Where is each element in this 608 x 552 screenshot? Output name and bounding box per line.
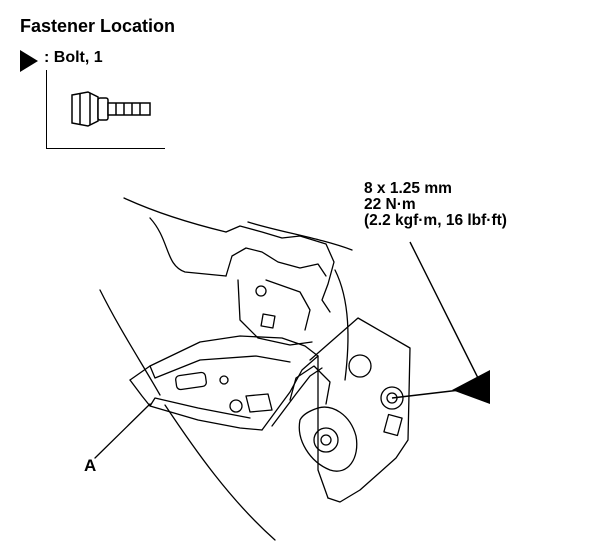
diagram-title: Fastener Location (20, 16, 176, 36)
bolt-legend-box (46, 70, 165, 149)
torque-spec: 8 x 1.25 mm 22 N·m (2.2 kgf·m, 16 lbf·ft… (364, 181, 507, 229)
torque-imperial: (2.2 kgf·m, 16 lbf·ft) (364, 212, 507, 229)
bolt-size: 8 x 1.25 mm (364, 180, 452, 197)
torque-nm: 22 N·m (364, 196, 416, 213)
bolt-icon (71, 91, 151, 127)
bolt-legend: : Bolt, 1 (44, 49, 103, 66)
callout-a-label: A (84, 456, 97, 475)
bolt-marker-icon (20, 50, 38, 72)
